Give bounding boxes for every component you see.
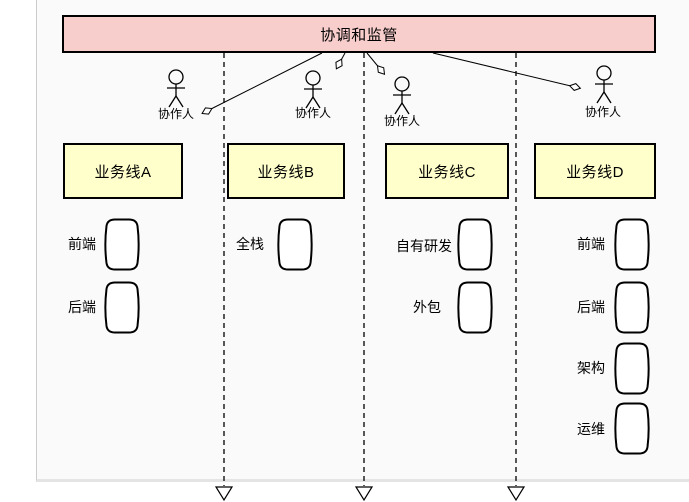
title-box-label: 协调和监管 xyxy=(320,26,398,44)
role-label-a-frontend[interactable]: 前端 xyxy=(68,236,96,252)
role-label-b-fullstack[interactable]: 全栈 xyxy=(236,236,264,252)
role-label-c-outsource[interactable]: 外包 xyxy=(413,299,441,315)
lifeline-arrow-2[interactable] xyxy=(354,53,374,502)
role-capsule-d3[interactable] xyxy=(614,342,650,395)
role-label-a-backend[interactable]: 后端 xyxy=(68,299,96,315)
actor-figure-1[interactable] xyxy=(167,69,185,108)
role-label-d-ops[interactable]: 运维 xyxy=(577,421,605,437)
connector-actor-1[interactable] xyxy=(201,52,323,117)
lifeline-arrow-1[interactable] xyxy=(214,53,234,502)
business-line-b-label: 业务线B xyxy=(257,163,315,181)
business-line-d-label: 业务线D xyxy=(566,163,624,181)
role-capsule-c2[interactable] xyxy=(457,281,493,334)
diamond-icon xyxy=(568,83,582,91)
actor-label-1[interactable]: 协作人 xyxy=(157,107,195,121)
arrowhead-icon xyxy=(354,486,374,502)
arrowhead-icon xyxy=(214,486,234,502)
actor-figure-2[interactable] xyxy=(304,70,322,109)
role-capsule-a1[interactable] xyxy=(104,218,140,271)
business-line-a-label: 业务线A xyxy=(94,163,152,181)
role-label-d-architecture[interactable]: 架构 xyxy=(577,360,605,376)
role-label-d-frontend[interactable]: 前端 xyxy=(577,236,605,252)
role-capsule-d2[interactable] xyxy=(614,281,650,334)
actor-label-4[interactable]: 协作人 xyxy=(584,105,622,119)
role-label-d-backend[interactable]: 后端 xyxy=(577,299,605,315)
arrowhead-icon xyxy=(506,486,526,502)
business-line-c-label: 业务线C xyxy=(418,163,476,181)
business-line-a-box[interactable]: 业务线A xyxy=(63,143,183,199)
role-capsule-b1[interactable] xyxy=(277,218,313,271)
diamond-icon xyxy=(376,65,386,75)
connector-actor-2[interactable] xyxy=(333,52,346,71)
diamond-icon xyxy=(201,107,213,115)
role-capsule-c1[interactable] xyxy=(457,218,493,271)
connector-actor-3[interactable] xyxy=(366,52,387,76)
business-line-c-box[interactable]: 业务线C xyxy=(385,143,509,199)
role-capsule-a2[interactable] xyxy=(104,281,140,334)
title-box[interactable]: 协调和监管 xyxy=(62,15,656,53)
business-line-d-box[interactable]: 业务线D xyxy=(534,143,656,199)
connector-actor-4[interactable] xyxy=(432,52,582,92)
business-line-b-box[interactable]: 业务线B xyxy=(227,143,345,199)
diamond-icon xyxy=(335,58,343,70)
actor-label-2[interactable]: 协作人 xyxy=(294,106,332,120)
actor-figure-4[interactable] xyxy=(595,65,613,104)
role-label-c-inhouse[interactable]: 自有研发 xyxy=(396,238,452,254)
lifeline-arrow-3[interactable] xyxy=(506,53,526,502)
canvas-page xyxy=(36,0,689,482)
actor-figure-3[interactable] xyxy=(393,76,411,115)
role-capsule-d4[interactable] xyxy=(614,402,650,455)
actor-label-3[interactable]: 协作人 xyxy=(383,114,421,128)
role-capsule-d1[interactable] xyxy=(614,218,650,271)
